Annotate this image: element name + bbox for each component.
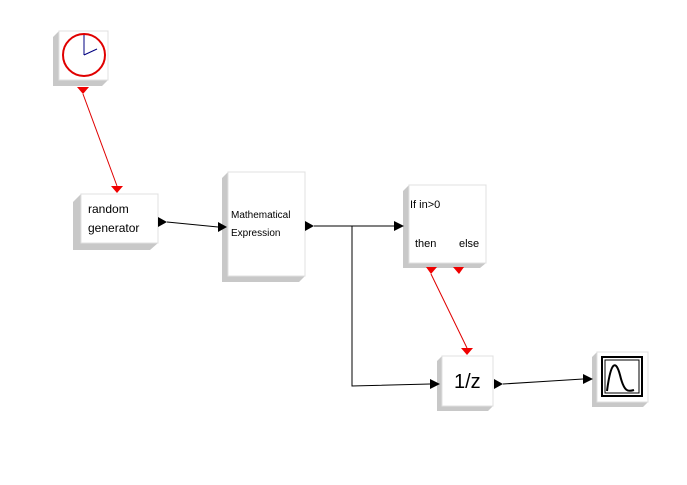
- link-split-delay[interactable]: [351, 226, 431, 387]
- random-generator-label-2: generator: [88, 221, 139, 235]
- delay-block[interactable]: 1/z: [430, 348, 503, 411]
- else-event-output-port[interactable]: [453, 267, 464, 274]
- clock-icon: [62, 33, 106, 77]
- random-generator-block[interactable]: random generator: [73, 186, 167, 250]
- if-then-else-block[interactable]: If in>0 then else: [394, 184, 487, 274]
- clock-event-output-port[interactable]: [77, 87, 89, 94]
- else-label: else: [459, 238, 479, 250]
- then-label: then: [415, 238, 436, 250]
- event-link-then-delay[interactable]: [430, 273, 468, 349]
- event-link-clock-random[interactable]: [82, 93, 118, 187]
- delay-event-input-port[interactable]: [461, 348, 473, 355]
- math-expression-block[interactable]: Mathematical Expression: [218, 171, 314, 282]
- math-expression-label-2: Expression: [231, 228, 280, 239]
- if-condition-label: If in>0: [410, 199, 440, 211]
- delay-output-port[interactable]: [494, 379, 503, 389]
- scope-block[interactable]: [583, 351, 649, 407]
- links: [82, 93, 584, 387]
- then-event-output-port[interactable]: [426, 267, 437, 274]
- random-generator-label-1: random: [88, 202, 129, 216]
- link-delay-scope[interactable]: [502, 378, 584, 385]
- clock-block[interactable]: [53, 30, 109, 94]
- delay-label: 1/z: [454, 371, 481, 393]
- if-input-port[interactable]: [394, 221, 404, 231]
- link-random-math[interactable]: [166, 221, 219, 228]
- scope-icon: [601, 356, 643, 397]
- delay-input-port[interactable]: [430, 379, 440, 389]
- random-output-port[interactable]: [158, 217, 167, 227]
- math-output-port[interactable]: [305, 221, 314, 231]
- random-event-input-port[interactable]: [111, 186, 123, 193]
- math-expression-label-1: Mathematical: [231, 210, 290, 221]
- scope-input-port[interactable]: [583, 374, 593, 384]
- math-input-port[interactable]: [218, 222, 227, 232]
